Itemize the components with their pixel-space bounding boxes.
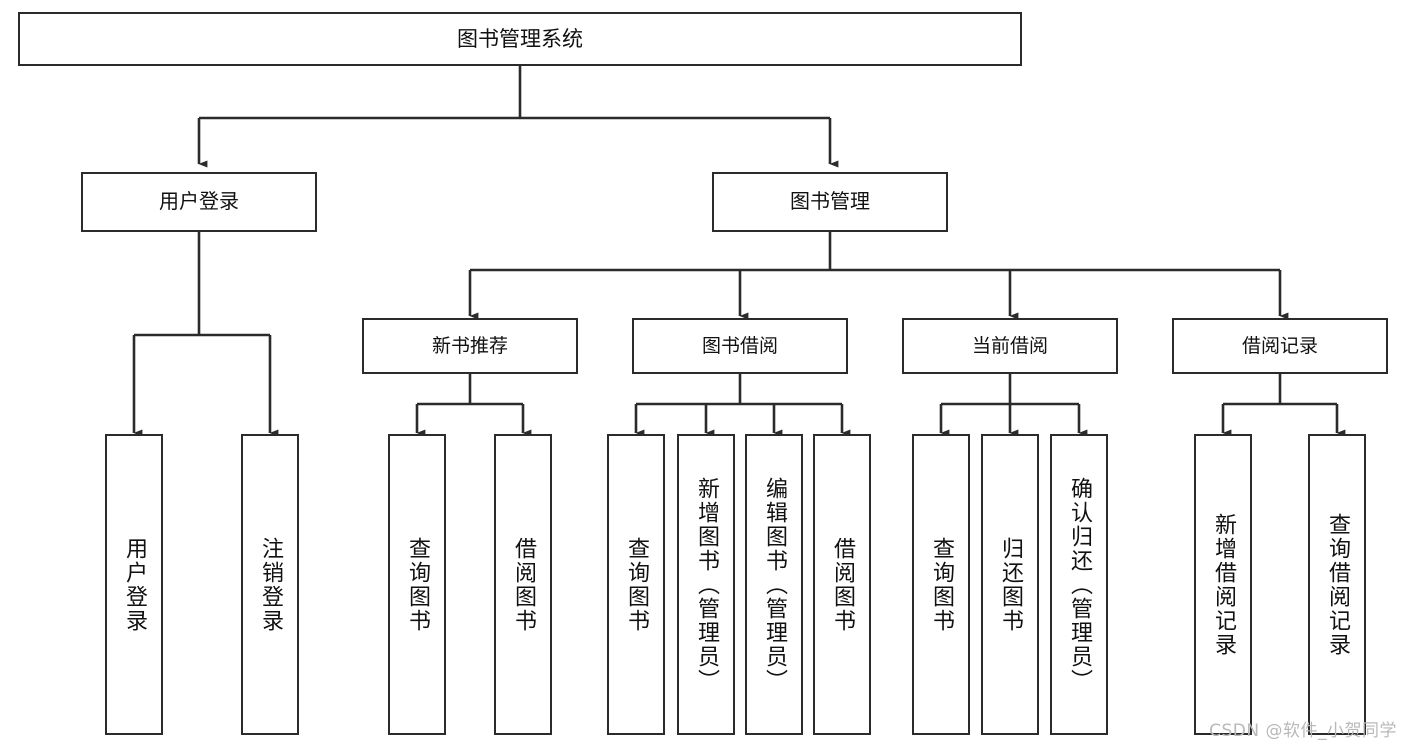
node-borrow-record[interactable]: 借阅记录 [1172, 318, 1388, 374]
node-label: 用户登录 [121, 536, 147, 633]
leaf-new-book-1[interactable]: 借阅图书 [494, 434, 552, 735]
node-label: 图书借阅 [701, 334, 778, 357]
node-root-system[interactable]: 图书管理系统 [18, 12, 1022, 66]
leaf-book-borrow-2[interactable]: 编辑图书（管理员） [745, 434, 803, 735]
node-label: 注销登录 [257, 536, 283, 633]
node-user-login[interactable]: 用户登录 [81, 172, 317, 232]
node-label: 用户登录 [159, 189, 239, 214]
node-label: 新书推荐 [431, 334, 508, 357]
node-label: 当前借阅 [971, 334, 1048, 357]
node-label: 编辑图书（管理员） [761, 476, 787, 693]
leaf-borrow-record-1[interactable]: 查询借阅记录 [1308, 434, 1366, 735]
leaf-book-borrow-0[interactable]: 查询图书 [607, 434, 665, 735]
node-label: 查询借阅记录 [1324, 512, 1350, 657]
leaf-current-borrow-2[interactable]: 确认归还（管理员） [1050, 434, 1108, 735]
leaf-current-borrow-0[interactable]: 查询图书 [912, 434, 970, 735]
leaf-new-book-0[interactable]: 查询图书 [388, 434, 446, 735]
leaf-current-borrow-1[interactable]: 归还图书 [981, 434, 1039, 735]
node-label: 借阅记录 [1241, 334, 1318, 357]
leaf-borrow-record-0[interactable]: 新增借阅记录 [1194, 434, 1252, 735]
node-label: 查询图书 [623, 536, 649, 633]
node-label: 查询图书 [928, 536, 954, 633]
node-book-borrow[interactable]: 图书借阅 [632, 318, 848, 374]
node-label: 归还图书 [997, 536, 1023, 633]
leaf-book-borrow-1[interactable]: 新增图书（管理员） [677, 434, 735, 735]
node-current-borrow[interactable]: 当前借阅 [902, 318, 1118, 374]
node-book-manage[interactable]: 图书管理 [712, 172, 948, 232]
node-label: 新增借阅记录 [1210, 512, 1236, 657]
node-label: 图书管理系统 [457, 26, 583, 51]
leaf-user-login-0[interactable]: 用户登录 [105, 434, 163, 735]
node-label: 查询图书 [404, 536, 430, 633]
node-label: 新增图书（管理员） [693, 476, 719, 693]
node-label: 借阅图书 [510, 536, 536, 633]
node-label: 确认归还（管理员） [1066, 476, 1092, 693]
node-new-book-recommend[interactable]: 新书推荐 [362, 318, 578, 374]
node-label: 图书管理 [790, 189, 870, 214]
node-label: 借阅图书 [829, 536, 855, 633]
leaf-book-borrow-3[interactable]: 借阅图书 [813, 434, 871, 735]
leaf-user-login-1[interactable]: 注销登录 [241, 434, 299, 735]
